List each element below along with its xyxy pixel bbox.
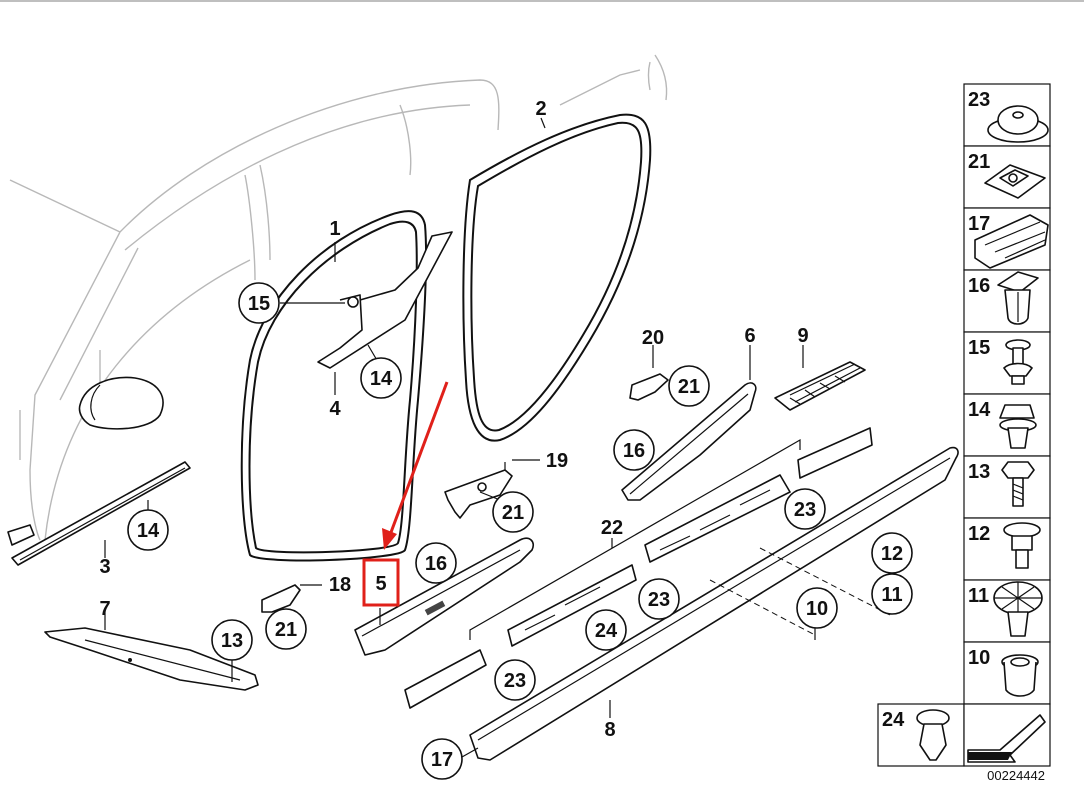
car-body-outline — [9, 54, 668, 541]
callout-10: 10 — [796, 587, 838, 629]
side-mirror — [78, 376, 164, 430]
part-3-sill-strip — [11, 461, 191, 566]
part-5-sill-plate — [354, 537, 535, 656]
clip-bracket-icon — [974, 214, 1049, 269]
legend-label: 14 — [968, 399, 991, 421]
part-18-bracket — [261, 584, 301, 613]
grommet-icon — [1001, 654, 1039, 697]
part-label: 1 — [329, 218, 340, 240]
callout-14: 14 — [127, 509, 169, 551]
legend-label: 17 — [968, 213, 990, 235]
callout-label: 12 — [881, 543, 903, 565]
clip-nut-icon — [984, 164, 1046, 199]
callout-17: 17 — [421, 738, 463, 780]
callout-13: 13 — [211, 619, 253, 661]
cap-icon — [987, 105, 1049, 143]
part-label: 8 — [604, 719, 615, 741]
screw-pin-icon — [1003, 339, 1033, 385]
part-6-sill-plate — [621, 382, 757, 501]
push-clip-icon — [999, 404, 1037, 449]
part-20-bracket — [629, 373, 669, 401]
callout-23: 23 — [638, 578, 680, 620]
callout-label: 13 — [221, 630, 243, 652]
part-9-grille — [774, 361, 866, 411]
part-8-rocker-panel — [469, 446, 959, 761]
part-label: 3 — [99, 556, 110, 578]
legend-label: 12 — [968, 523, 990, 545]
part-4-bracket — [317, 231, 453, 369]
part-numbers: 1 2 3 4 5 6 7 8 9 18 19 20 22 — [99, 98, 808, 741]
part-label: 2 — [535, 98, 546, 120]
callout-16: 16 — [613, 429, 655, 471]
highlight-arrow — [388, 381, 449, 536]
callout-16: 16 — [415, 542, 457, 584]
part-label: 7 — [99, 598, 110, 620]
callout-label: 21 — [275, 619, 297, 641]
diagram-number: 00224442 — [987, 768, 1045, 783]
callout-23: 23 — [494, 659, 536, 701]
callout-label: 17 — [431, 749, 453, 771]
legend-label: 23 — [968, 89, 990, 111]
highlight-arrowhead — [382, 528, 397, 550]
direction-arrow-icon — [967, 714, 1046, 763]
callout-label: 21 — [678, 376, 700, 398]
legend-label: 16 — [968, 275, 990, 297]
callout-21: 21 — [668, 365, 710, 407]
callout-label: 11 — [881, 584, 902, 606]
callout-label: 24 — [595, 620, 618, 642]
callout-label: 16 — [623, 440, 645, 462]
part-label: 19 — [546, 450, 568, 472]
legend-label: 21 — [968, 151, 990, 173]
part-label-highlighted: 5 — [375, 573, 386, 595]
callout-21: 21 — [492, 491, 534, 533]
callout-label: 14 — [370, 368, 393, 390]
small-trim-piece — [7, 524, 35, 546]
part-1-front-door-seal — [240, 210, 428, 562]
rivet-clip-icon — [916, 709, 950, 761]
callout-label: 10 — [806, 598, 828, 620]
legend-label: 11 — [968, 585, 989, 607]
leader-lines — [104, 117, 804, 758]
callout-23: 23 — [784, 488, 826, 530]
bracket-group-lines — [469, 438, 801, 640]
callouts: 15 14 14 16 16 21 21 21 — [127, 282, 913, 780]
support-brackets — [404, 427, 873, 709]
hex-screw-icon — [1001, 461, 1035, 507]
legend-label: 10 — [968, 647, 990, 669]
expanding-rivet-icon — [997, 271, 1039, 325]
callout-21: 21 — [265, 608, 307, 650]
stud-icon — [1003, 522, 1041, 569]
callout-label: 23 — [794, 499, 816, 521]
callout-label: 15 — [248, 293, 270, 315]
highlight-box — [362, 558, 400, 607]
callout-24: 24 — [585, 609, 627, 651]
spreader-clip-icon — [993, 581, 1043, 637]
part-label: 20 — [642, 327, 664, 349]
part-7-lower-trim — [44, 627, 259, 691]
part-label: 6 — [744, 325, 755, 347]
part-label: 18 — [329, 574, 351, 596]
legend-label: 24 — [882, 709, 905, 731]
callout-14: 14 — [360, 357, 402, 399]
legend-label: 13 — [968, 461, 990, 483]
callout-label: 23 — [504, 670, 526, 692]
part-2-rear-door-seal — [462, 113, 652, 442]
callout-label: 16 — [425, 553, 447, 575]
part-label: 22 — [601, 517, 623, 539]
highlight-annotation — [362, 381, 449, 607]
callout-label: 14 — [137, 520, 160, 542]
part-19-bracket — [444, 469, 513, 519]
callout-12: 12 — [871, 532, 913, 574]
part-label: 9 — [797, 325, 808, 347]
callout-label: 21 — [502, 502, 524, 524]
fastener-legend: 23 21 17 16 15 14 13 12 11 10 24 — [877, 83, 1051, 783]
legend-label: 15 — [968, 337, 990, 359]
callout-label: 23 — [648, 589, 670, 611]
part-label: 4 — [329, 398, 341, 420]
callout-15: 15 — [238, 282, 280, 324]
callout-11: 11 — [871, 573, 913, 615]
